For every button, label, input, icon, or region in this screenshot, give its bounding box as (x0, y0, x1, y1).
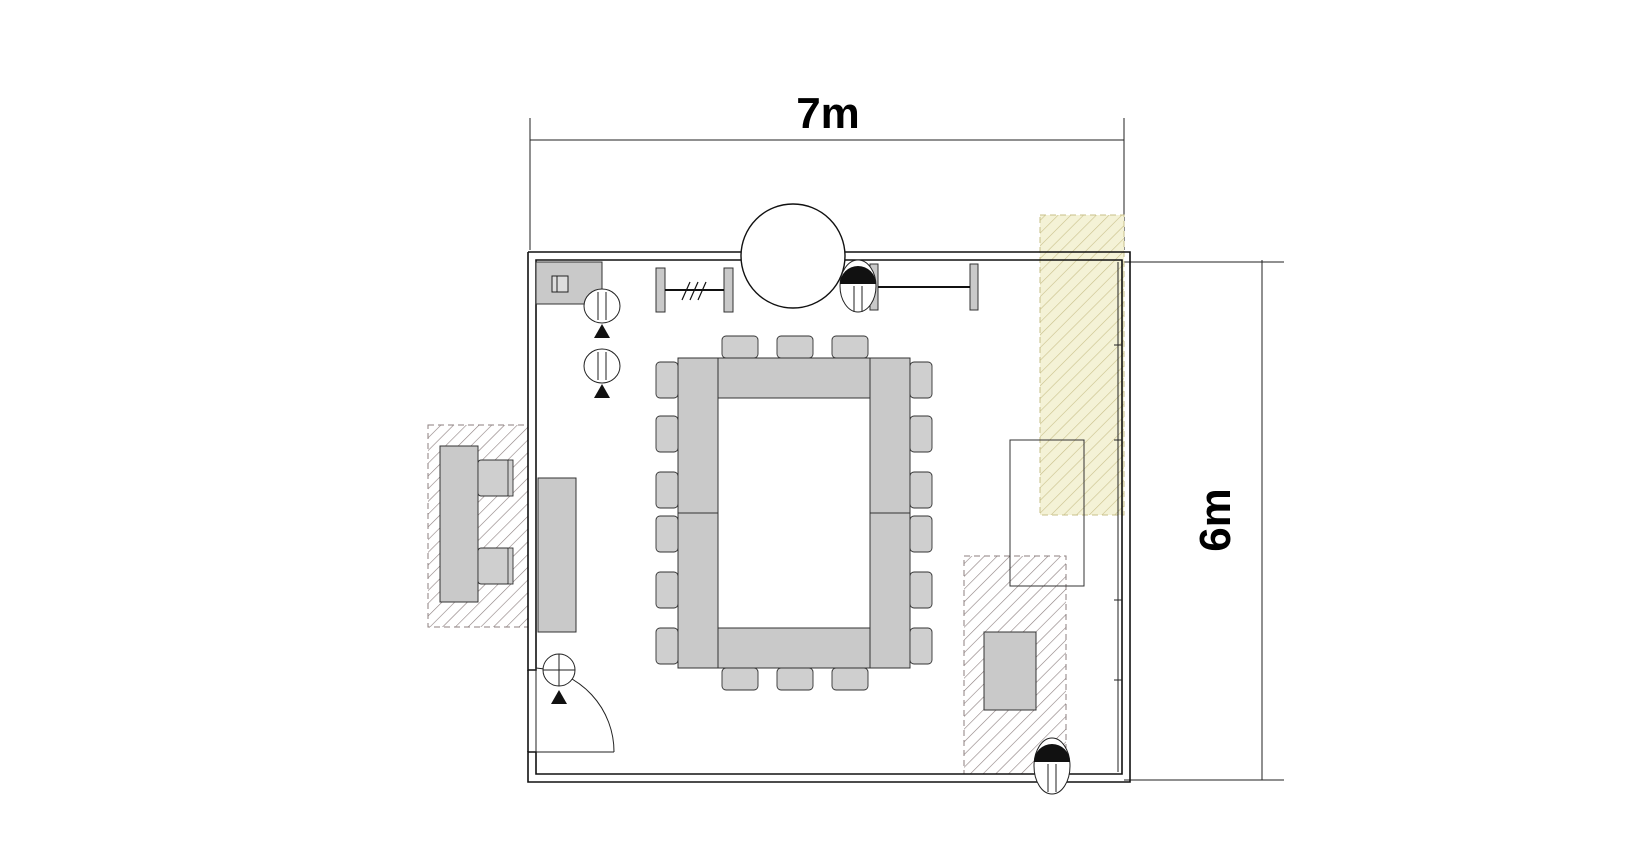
chairs-bottom (721, 667, 869, 691)
chairs-left (655, 361, 679, 665)
electrical-outlet-icon (583, 348, 621, 398)
coat-rack-icon (655, 267, 734, 313)
electrical-outlet-icon (839, 259, 877, 313)
hatched-zone-window (1039, 214, 1125, 516)
side-desk (439, 445, 479, 603)
electrical-outlet-icon (1033, 737, 1071, 795)
width-dimension: 7m (529, 89, 1125, 250)
width-label: 7m (796, 89, 860, 138)
height-label: 6m (1191, 488, 1240, 552)
chairs-right (909, 361, 933, 665)
electrical-outlet-icon (542, 653, 576, 704)
chairs-top (721, 335, 869, 359)
conference-table (677, 357, 911, 669)
display-cabinet (983, 631, 1037, 711)
side-chairs (477, 459, 514, 585)
shelf-rack (869, 263, 979, 311)
height-dimension: 6m (1124, 260, 1284, 781)
electrical-outlet-icon (583, 288, 621, 338)
projector-screen-icon (740, 203, 846, 309)
credenza (537, 477, 577, 633)
cabinet-icon (551, 275, 569, 293)
screen-area-outline (1009, 439, 1085, 587)
